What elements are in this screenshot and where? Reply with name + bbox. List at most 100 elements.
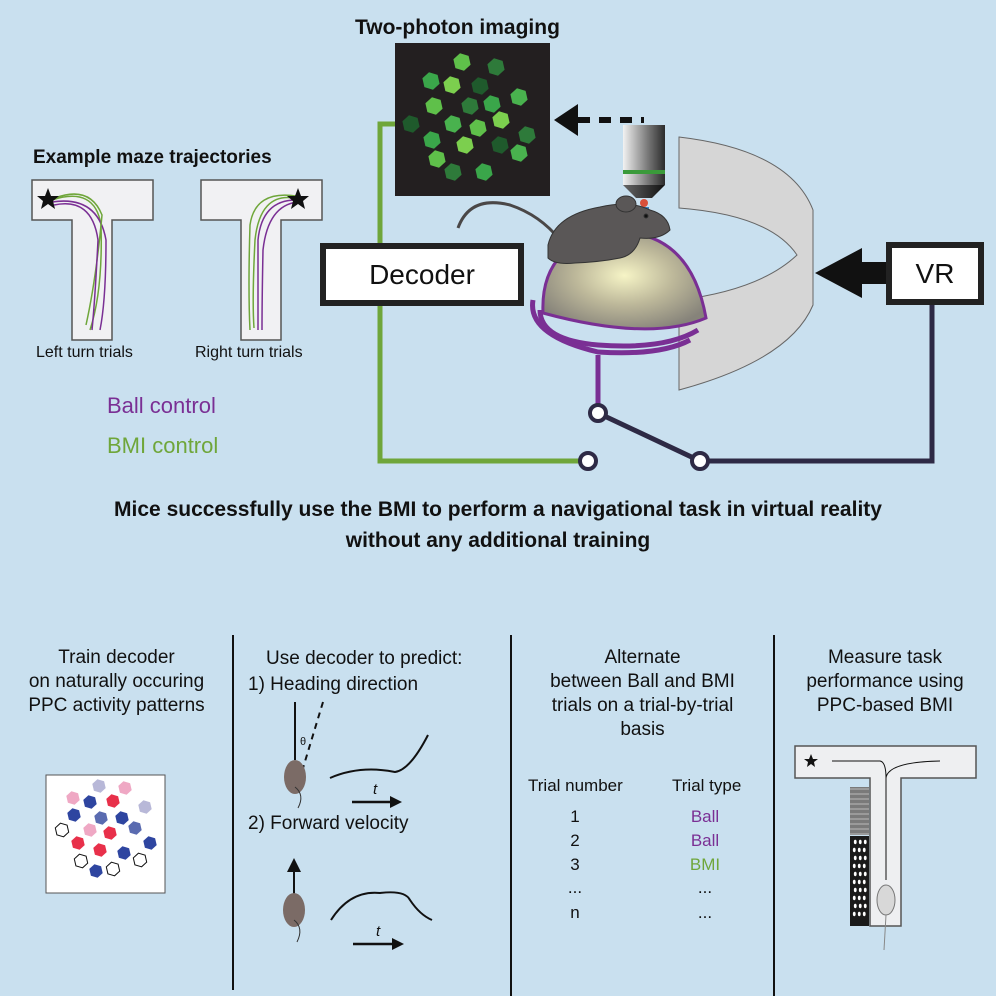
wall-dot	[857, 879, 861, 885]
mouse-icon	[456, 195, 671, 264]
title-line: between Ball and BMI	[550, 671, 735, 692]
step-train-title: Train decoder on naturally occuring PPC …	[0, 646, 233, 718]
wall-dot	[852, 879, 856, 885]
wall-dot	[863, 887, 867, 893]
wall-dot	[852, 895, 856, 901]
wall-dot	[862, 911, 866, 917]
neuron-cell	[428, 150, 446, 168]
wall-dot	[863, 839, 867, 845]
imaging-title: Two-photon imaging	[355, 16, 560, 39]
neuron-cell	[106, 794, 120, 808]
title-line: Measure task	[827, 647, 943, 668]
neuron-cell	[402, 115, 420, 133]
ppc-activity-image	[45, 774, 166, 894]
wall-dot	[853, 839, 857, 845]
left-maze-label: Left turn trials	[36, 344, 133, 361]
neuron-cell	[103, 826, 117, 840]
neuron-cell	[453, 53, 471, 71]
neuron-cell	[456, 136, 474, 154]
neuron-cell	[510, 88, 528, 106]
neuron-cell	[425, 97, 443, 115]
neuron-cell	[73, 853, 89, 869]
wall-dot	[853, 871, 857, 877]
forward-velocity-label: 2) Forward velocity	[248, 813, 409, 834]
title-line: Alternate	[604, 647, 681, 668]
neuron-cell	[138, 800, 152, 814]
neuron-cell	[487, 58, 505, 76]
trial-type: BMI	[689, 855, 721, 874]
wall-dot	[857, 863, 861, 869]
right-maze-label: Right turn trials	[195, 344, 303, 361]
bmi-maze-illustration	[794, 745, 977, 951]
wall-dot	[857, 847, 861, 853]
neuron-cell	[510, 144, 528, 162]
trial-number: 2	[570, 831, 580, 850]
step-measure-title: Measure task performance using PPC-based…	[774, 646, 996, 718]
neuron-cell	[83, 823, 97, 837]
wall-dot	[858, 871, 862, 877]
wall-dot	[858, 887, 862, 893]
trial-type: Ball	[690, 831, 720, 850]
wall-dot	[852, 863, 856, 869]
title-line: PPC-based BMI	[816, 695, 954, 716]
wall-dot	[857, 895, 861, 901]
vr-box[interactable]: VR	[886, 242, 984, 305]
step-predict-title: Use decoder to predict:	[266, 648, 463, 669]
trial-type: ...	[697, 878, 713, 897]
trial-type: Ball	[690, 807, 720, 826]
star-icon	[287, 188, 309, 209]
neuron-cell	[469, 119, 487, 137]
switch-node-common[interactable]	[690, 451, 710, 471]
wall-dot	[858, 839, 862, 845]
neuron-cell	[93, 843, 107, 857]
objective-icon	[623, 125, 665, 210]
maze-title: Example maze trajectories	[33, 147, 272, 168]
wall-dot	[853, 855, 857, 861]
headline: Mice successfully use the BMI to perform…	[0, 494, 996, 556]
neuron-cell	[128, 821, 142, 835]
title-line: basis	[620, 719, 665, 740]
wall-dot	[862, 895, 866, 901]
switch-node-bmi[interactable]	[578, 451, 598, 471]
neuron-cell	[71, 836, 85, 850]
heading-direction-illustration	[284, 701, 429, 809]
title-line: trials on a trial-by-trial	[551, 695, 734, 716]
wall-dot	[857, 911, 861, 917]
neuron-cell	[105, 861, 121, 877]
time-label: t	[373, 781, 378, 798]
wall-dot	[863, 871, 867, 877]
switch-node-ball[interactable]	[588, 403, 608, 423]
neuron-cell	[83, 795, 97, 809]
wall-dot	[862, 847, 866, 853]
neuron-cell	[118, 781, 132, 795]
time-label: t	[376, 923, 381, 940]
neuron-cell	[461, 97, 479, 115]
wall-dot	[862, 863, 866, 869]
wall-dot	[853, 903, 857, 909]
title-line: on naturally occuring	[28, 671, 205, 692]
vr-arrow-icon	[815, 248, 886, 298]
neuron-cell	[117, 846, 131, 860]
wall-dot	[862, 879, 866, 885]
neuron-cell	[54, 822, 70, 838]
legend-ball: Ball control	[107, 393, 216, 418]
neuron-cell	[115, 811, 129, 825]
trial-number: 1	[570, 807, 580, 826]
wall-dot	[858, 903, 862, 909]
forward-velocity-illustration	[283, 858, 433, 950]
title-line: PPC activity patterns	[28, 695, 205, 716]
step-alternate-title: Alternate between Ball and BMI trials on…	[511, 646, 774, 742]
arrow-up-icon	[287, 858, 301, 872]
star-icon	[37, 188, 59, 209]
neuron-cell	[444, 163, 462, 181]
decoder-box[interactable]: Decoder	[320, 243, 524, 306]
headline-line-2: without any additional training	[345, 529, 651, 552]
neuron-cell	[518, 126, 536, 144]
neuron-cell	[471, 77, 489, 95]
table-header-type: Trial type	[672, 776, 742, 795]
trial-type: ...	[697, 903, 713, 922]
neuron-cell	[94, 811, 108, 825]
table-header-number: Trial number	[528, 776, 623, 795]
neuron-cell	[443, 76, 461, 94]
wall-dot	[863, 855, 867, 861]
